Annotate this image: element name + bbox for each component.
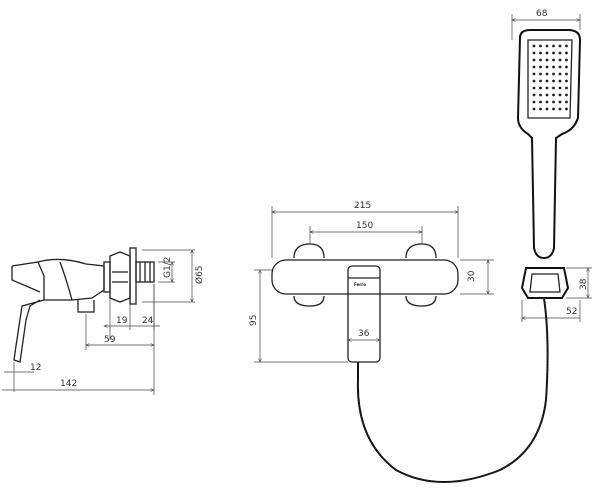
nozzle-dot (539, 86, 542, 90)
dim-38-label: 38 (579, 278, 589, 290)
front-view: Ferro 215 150 30 95 36 (249, 201, 494, 363)
dim-36-label: 36 (358, 329, 370, 339)
nozzle-dot (532, 65, 536, 69)
hand-shower: 68 38 52 (356, 9, 592, 483)
nozzle-dot (565, 93, 568, 97)
dim-24-label: 24 (142, 316, 154, 326)
side-view: G1/2 Ø65 19 24 59 12 142 (2, 247, 205, 395)
nozzle-dot (539, 93, 542, 97)
nozzle-dot (552, 58, 555, 62)
rosette-diameter-label: Ø65 (194, 265, 205, 284)
nozzle-dot (565, 65, 568, 69)
nozzle-dot (558, 79, 562, 83)
dim-30-label: 30 (467, 270, 477, 282)
nozzle-dot (552, 100, 555, 104)
nozzle-dot (552, 44, 555, 48)
nozzle-dot (539, 79, 542, 83)
nozzle-dot (552, 107, 555, 111)
nozzle-dot (565, 86, 568, 90)
dim-52-label: 52 (566, 307, 577, 317)
nozzle-dot (558, 65, 562, 69)
nozzle-dot (565, 107, 568, 111)
nozzle-dot (558, 100, 562, 104)
nozzle-dot (532, 107, 536, 111)
dim-215-label: 215 (354, 201, 371, 211)
nozzle-dot (565, 100, 568, 104)
dim-150-label: 150 (356, 221, 373, 231)
nozzle-grid (532, 44, 568, 111)
nozzle-dot (539, 51, 542, 55)
nozzle-dot (565, 58, 568, 62)
nozzle-dot (565, 72, 568, 76)
nozzle-dot (539, 58, 542, 62)
nozzle-dot (552, 93, 555, 97)
nozzle-dot (545, 79, 549, 83)
nozzle-dot (558, 51, 562, 55)
nozzle-dot (552, 72, 555, 76)
nozzle-dot (552, 65, 555, 69)
nozzle-dot (545, 107, 549, 111)
nozzle-dot (532, 79, 536, 83)
dim-68-label: 68 (536, 9, 548, 19)
nozzle-dot (565, 51, 568, 55)
dim-59-label: 59 (104, 335, 116, 345)
nozzle-dot (545, 44, 549, 48)
nozzle-dot (552, 79, 555, 83)
thread-label: G1/2 (163, 257, 173, 278)
dim-142-label: 142 (60, 379, 77, 389)
nozzle-dot (532, 58, 536, 62)
nozzle-dot (532, 51, 536, 55)
nozzle-dot (558, 72, 562, 76)
nozzle-dot (565, 79, 568, 83)
nozzle-dot (552, 51, 555, 55)
dim-12-label: 12 (30, 363, 41, 373)
nozzle-dot (539, 100, 542, 104)
nozzle-dot (558, 107, 562, 111)
nozzle-dot (545, 72, 549, 76)
nozzle-dot (532, 72, 536, 76)
nozzle-dot (532, 44, 536, 48)
nozzle-dot (545, 100, 549, 104)
nozzle-dot (539, 65, 542, 69)
nozzle-dot (552, 86, 555, 90)
nozzle-dot (558, 93, 562, 97)
dim-95-label: 95 (249, 315, 259, 326)
nozzle-dot (545, 58, 549, 62)
nozzle-dot (532, 86, 536, 90)
nozzle-dot (545, 86, 549, 90)
nozzle-dot (539, 44, 542, 48)
nozzle-dot (532, 100, 536, 104)
nozzle-dot (532, 93, 536, 97)
nozzle-dot (545, 51, 549, 55)
nozzle-dot (558, 58, 562, 62)
brand-logo: Ferro (354, 282, 366, 287)
nozzle-dot (539, 107, 542, 111)
nozzle-dot (545, 65, 549, 69)
nozzle-dot (539, 72, 542, 76)
nozzle-dot (565, 44, 568, 48)
dim-19-label: 19 (116, 316, 128, 326)
nozzle-dot (558, 86, 562, 90)
nozzle-dot (545, 93, 549, 97)
nozzle-dot (558, 44, 562, 48)
